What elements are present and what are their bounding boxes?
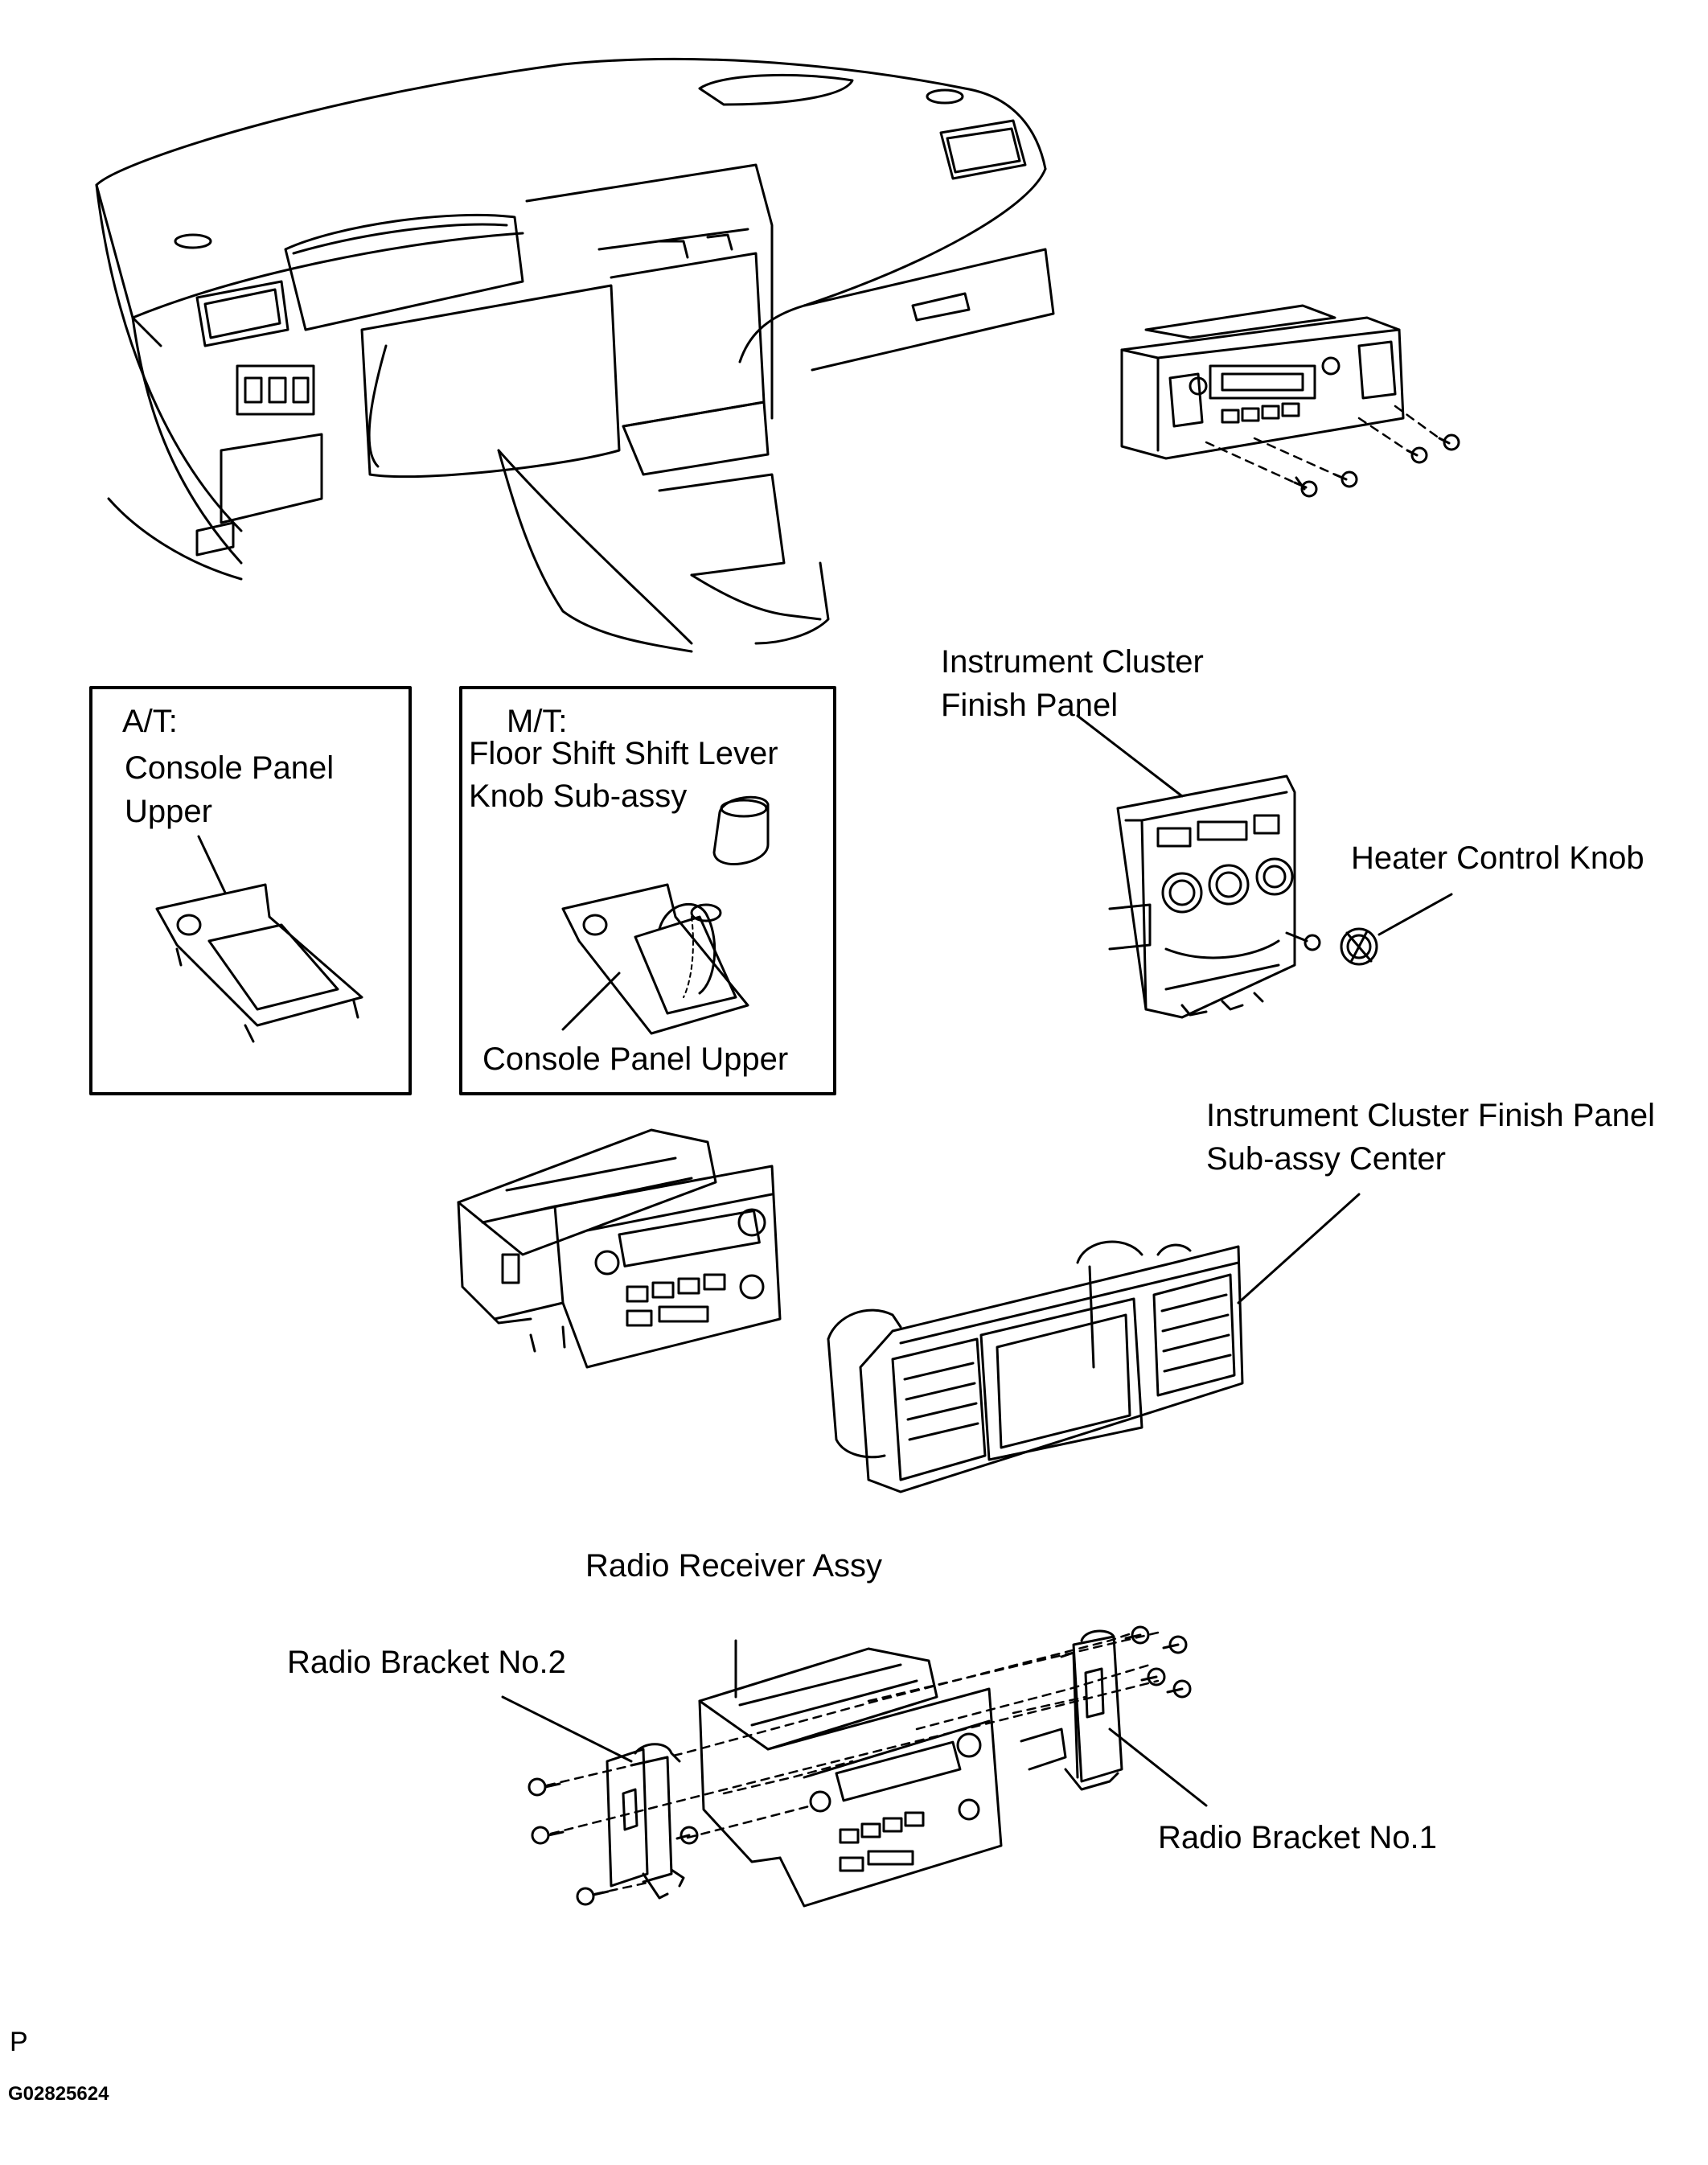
dashboard-illustration (95, 57, 1055, 653)
finish-panel-center-illustration (827, 1193, 1361, 1493)
at-title-label: A/T: (122, 704, 178, 739)
radio-bracket-no2-label: Radio Bracket No.2 (287, 1645, 566, 1680)
figure-code: G02825624 (8, 2083, 109, 2105)
screw-icon (528, 1777, 699, 1906)
at-console-panel-upper-label: Upper (125, 794, 212, 829)
heater-control-knob-label: Heater Control Knob (1351, 840, 1644, 876)
instrument-cluster-finish-panel-label-2: Finish Panel (941, 688, 1119, 723)
finish-panel-center-label-2: Sub-assy Center (1206, 1141, 1446, 1177)
radio-receiver-illustration (457, 1128, 782, 1369)
at-console-panel-label: Console Panel (125, 750, 335, 786)
mt-shift-knob-label-2: Knob Sub-assy (469, 778, 688, 814)
instrument-cluster-finish-panel-illustration (1076, 714, 1453, 1019)
p-mark: P (10, 2027, 28, 2057)
instrument-cluster-finish-panel-label-1: Instrument Cluster (941, 644, 1204, 680)
radio-bezel-assembly-illustration (1120, 304, 1460, 498)
radio-bracket-no1-label: Radio Bracket No.1 (1158, 1820, 1437, 1855)
radio-bracket-assembly-illustration (501, 1625, 1208, 1908)
screw-icon (1293, 433, 1460, 498)
mt-title-label: M/T: (507, 704, 568, 739)
finish-panel-center-label-1: Instrument Cluster Finish Panel (1206, 1098, 1656, 1133)
mt-console-panel-upper-label: Console Panel Upper (482, 1041, 789, 1077)
screw-icon (1124, 1625, 1192, 1699)
mt-panel-frame (459, 686, 836, 1095)
at-panel-frame (89, 686, 412, 1095)
mt-shift-knob-label-1: Floor Shift Shift Lever (469, 736, 778, 771)
radio-receiver-assy-label: Radio Receiver Assy (585, 1548, 883, 1584)
